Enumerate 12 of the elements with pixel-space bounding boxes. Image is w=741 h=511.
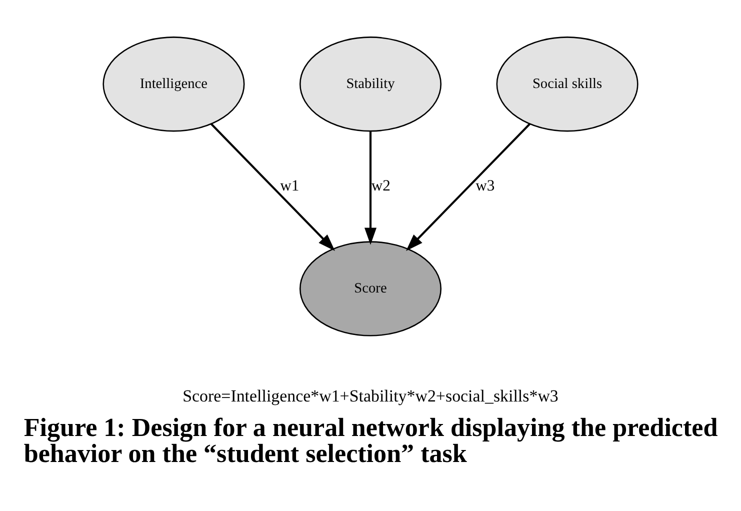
node-ellipse: Social skills bbox=[496, 36, 638, 132]
arrow bbox=[364, 131, 377, 245]
edge-label: w3 bbox=[476, 177, 495, 194]
node-ellipse: Score bbox=[299, 241, 442, 336]
arrow bbox=[210, 123, 336, 252]
label: Score=Intelligence*w1+Stability*w2+social_skills*w3 bbox=[182, 386, 558, 406]
node-ellipse: Stability bbox=[299, 36, 442, 132]
edge-label: w2 bbox=[371, 177, 390, 194]
edge-label: w1 bbox=[280, 177, 300, 194]
node-ellipse: Intelligence bbox=[102, 36, 245, 132]
arrow bbox=[406, 123, 531, 252]
caption: Figure 1: Design for a neural network displaying the predicted behavior on the “student selection” task bbox=[24, 412, 718, 468]
